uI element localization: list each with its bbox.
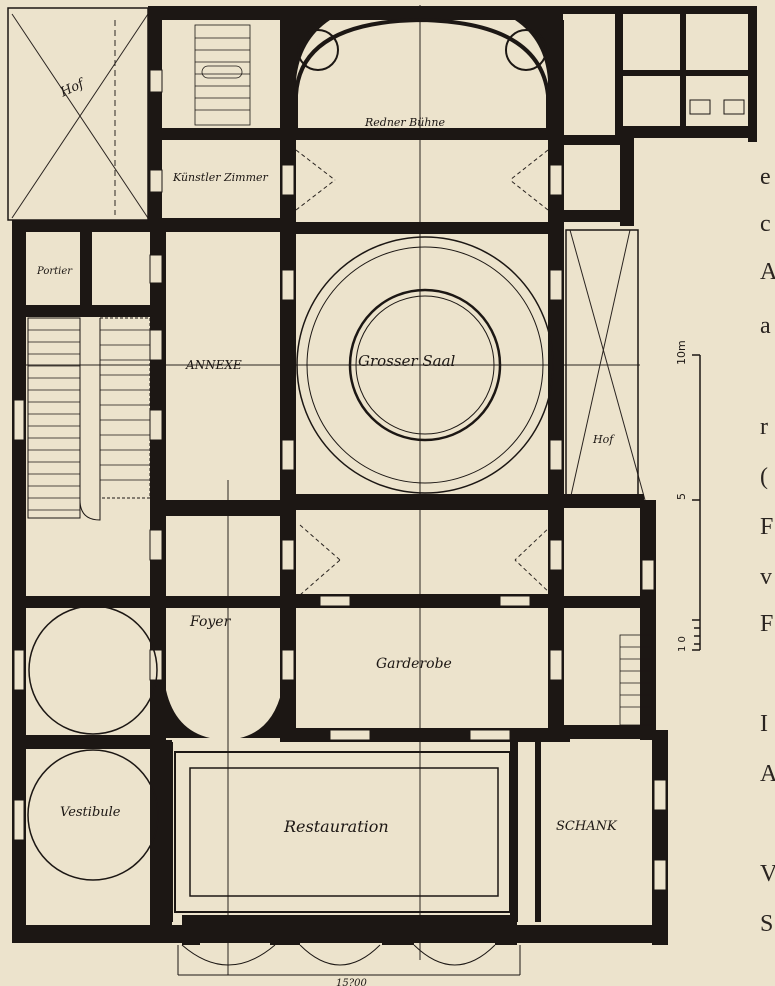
staircase-top	[194, 24, 251, 126]
margin-letter: A	[760, 761, 775, 787]
room-label-rednerbuehne: Redner Bühne	[364, 116, 446, 129]
margin-letter: (	[760, 464, 768, 490]
margin-letter: A	[760, 259, 775, 285]
margin-letter: I	[760, 711, 768, 737]
scale-label-1-0: 1 0	[677, 636, 688, 652]
room-label-annexe: ANNEXE	[185, 358, 242, 372]
staircase-right	[619, 634, 653, 726]
margin-letter: c	[760, 211, 771, 237]
bottom-dimension-label: 15?00	[336, 978, 367, 986]
margin-letter: F	[760, 514, 774, 540]
room-label-hof-right: Hof	[592, 433, 615, 446]
room-label-grosser-saal: Grosser Saal	[358, 352, 456, 370]
margin-letter: V	[760, 861, 775, 887]
room-label-hof-left: Hof	[57, 76, 88, 101]
room-label-foyer: Foyer	[189, 614, 232, 630]
margin-letter: r	[760, 414, 768, 440]
stair-treads-left	[28, 329, 150, 511]
staircase-left	[27, 317, 151, 521]
scale-label-5: 5	[675, 493, 688, 500]
room-label-garderobe: Garderobe	[376, 656, 452, 672]
margin-letter: F	[760, 611, 774, 637]
margin-letter: S	[760, 911, 774, 937]
scale-label-10m: 10m	[675, 340, 688, 365]
room-label-kuenstlerzimmer: Künstler Zimmer	[172, 171, 269, 184]
room-label-schank: SCHANK	[556, 819, 618, 834]
scale-bar	[692, 354, 701, 651]
room-label-portier: Portier	[36, 266, 73, 277]
margin-letter: a	[760, 313, 771, 339]
margin-letter: v	[760, 564, 772, 590]
margin-letter: e	[760, 164, 771, 190]
room-label-restauration: Restauration	[283, 817, 389, 836]
room-label-vestibule: Vestibule	[60, 805, 121, 820]
